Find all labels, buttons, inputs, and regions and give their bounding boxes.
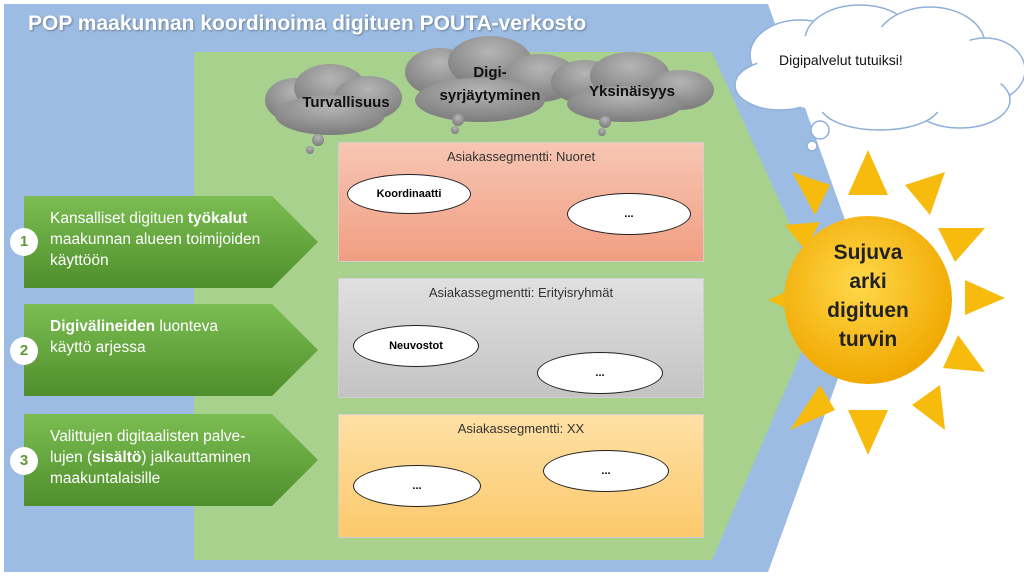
cloud-label-digi: Digi-	[473, 64, 507, 81]
sun-text-line4: turvin	[838, 328, 898, 351]
segment-title-xx: Asiakassegmentti: XX	[457, 421, 585, 436]
step-text-3: Valittujen digitaalisten palve- lujen (s…	[50, 426, 251, 489]
sun-shape	[768, 150, 1005, 455]
step-arrow-1	[24, 196, 318, 288]
step-1-text-bold: työkalut	[187, 210, 248, 227]
segment-item-neuvostot: Neuvostot	[353, 325, 479, 367]
step-1-line3: käyttöön	[50, 252, 109, 269]
segment-item-placeholder: ...	[353, 465, 481, 507]
segment-box-erityisryhmat: Asiakassegmentti: Erityisryhmät Neuvosto…	[338, 278, 704, 398]
step-3-line1: Valittujen digitaalisten palve-	[50, 428, 246, 445]
worry-clouds	[265, 36, 714, 154]
step-number-2: 2	[10, 337, 38, 365]
step-number-3: 3	[10, 447, 38, 475]
thought-bubble-text: Digipalvelut tutuiksi!	[779, 52, 903, 68]
step-arrow-2	[24, 304, 318, 396]
step-2-text-post: luonteva	[155, 318, 219, 335]
step-2-text-bold: Digivälineiden	[50, 318, 156, 335]
step-2-line2: käyttö arjessa	[50, 339, 146, 356]
step-number-1: 1	[10, 228, 38, 256]
step-1-text-pre: Kansalliset digituen	[50, 210, 188, 227]
step-3-line2-post: ) jalkauttaminen	[141, 449, 251, 466]
segment-box-xx: Asiakassegmentti: XX ... ...	[338, 414, 704, 538]
cloud-label-syrjaytyminen: syrjäytyminen	[439, 87, 541, 104]
step-arrow-3	[24, 414, 318, 506]
segment-item-placeholder: ...	[537, 352, 663, 394]
segment-title-erityisryhmat: Asiakassegmentti: Erityisryhmät	[428, 285, 614, 300]
step-1-line2: maakunnan alueen toimijoiden	[50, 231, 261, 248]
segment-item-placeholder: ...	[543, 450, 669, 492]
step-3-line3: maakuntalaisille	[50, 470, 161, 487]
step-text-1: Kansalliset digituen työkalut maakunnan …	[50, 208, 260, 271]
sun-text-line3: digituen	[827, 299, 909, 322]
step-3-line2-pre: lujen (	[50, 449, 93, 466]
segment-box-nuoret: Asiakassegmentti: Nuoret Koordinaatti ..…	[338, 142, 704, 262]
cloud-label-turvallisuus: Turvallisuus	[302, 94, 390, 111]
sun-text-line2: arki	[849, 270, 887, 293]
cloud-label-yksinaisyys: Yksinäisyys	[589, 83, 675, 100]
sun-text: Sujuva arki digituen turvin	[808, 238, 928, 354]
step-text-2: Digivälineiden luonteva käyttö arjessa	[50, 316, 218, 358]
segment-title-nuoret: Asiakassegmentti: Nuoret	[446, 149, 596, 164]
sun-text-line1: Sujuva	[833, 241, 903, 264]
segment-item-placeholder: ...	[567, 193, 691, 235]
segment-item-koordinaatti: Koordinaatti	[347, 174, 471, 214]
page-title: POP maakunnan koordinoima digituen POUTA…	[28, 12, 587, 35]
step-3-line2-bold: sisältö	[92, 449, 142, 466]
